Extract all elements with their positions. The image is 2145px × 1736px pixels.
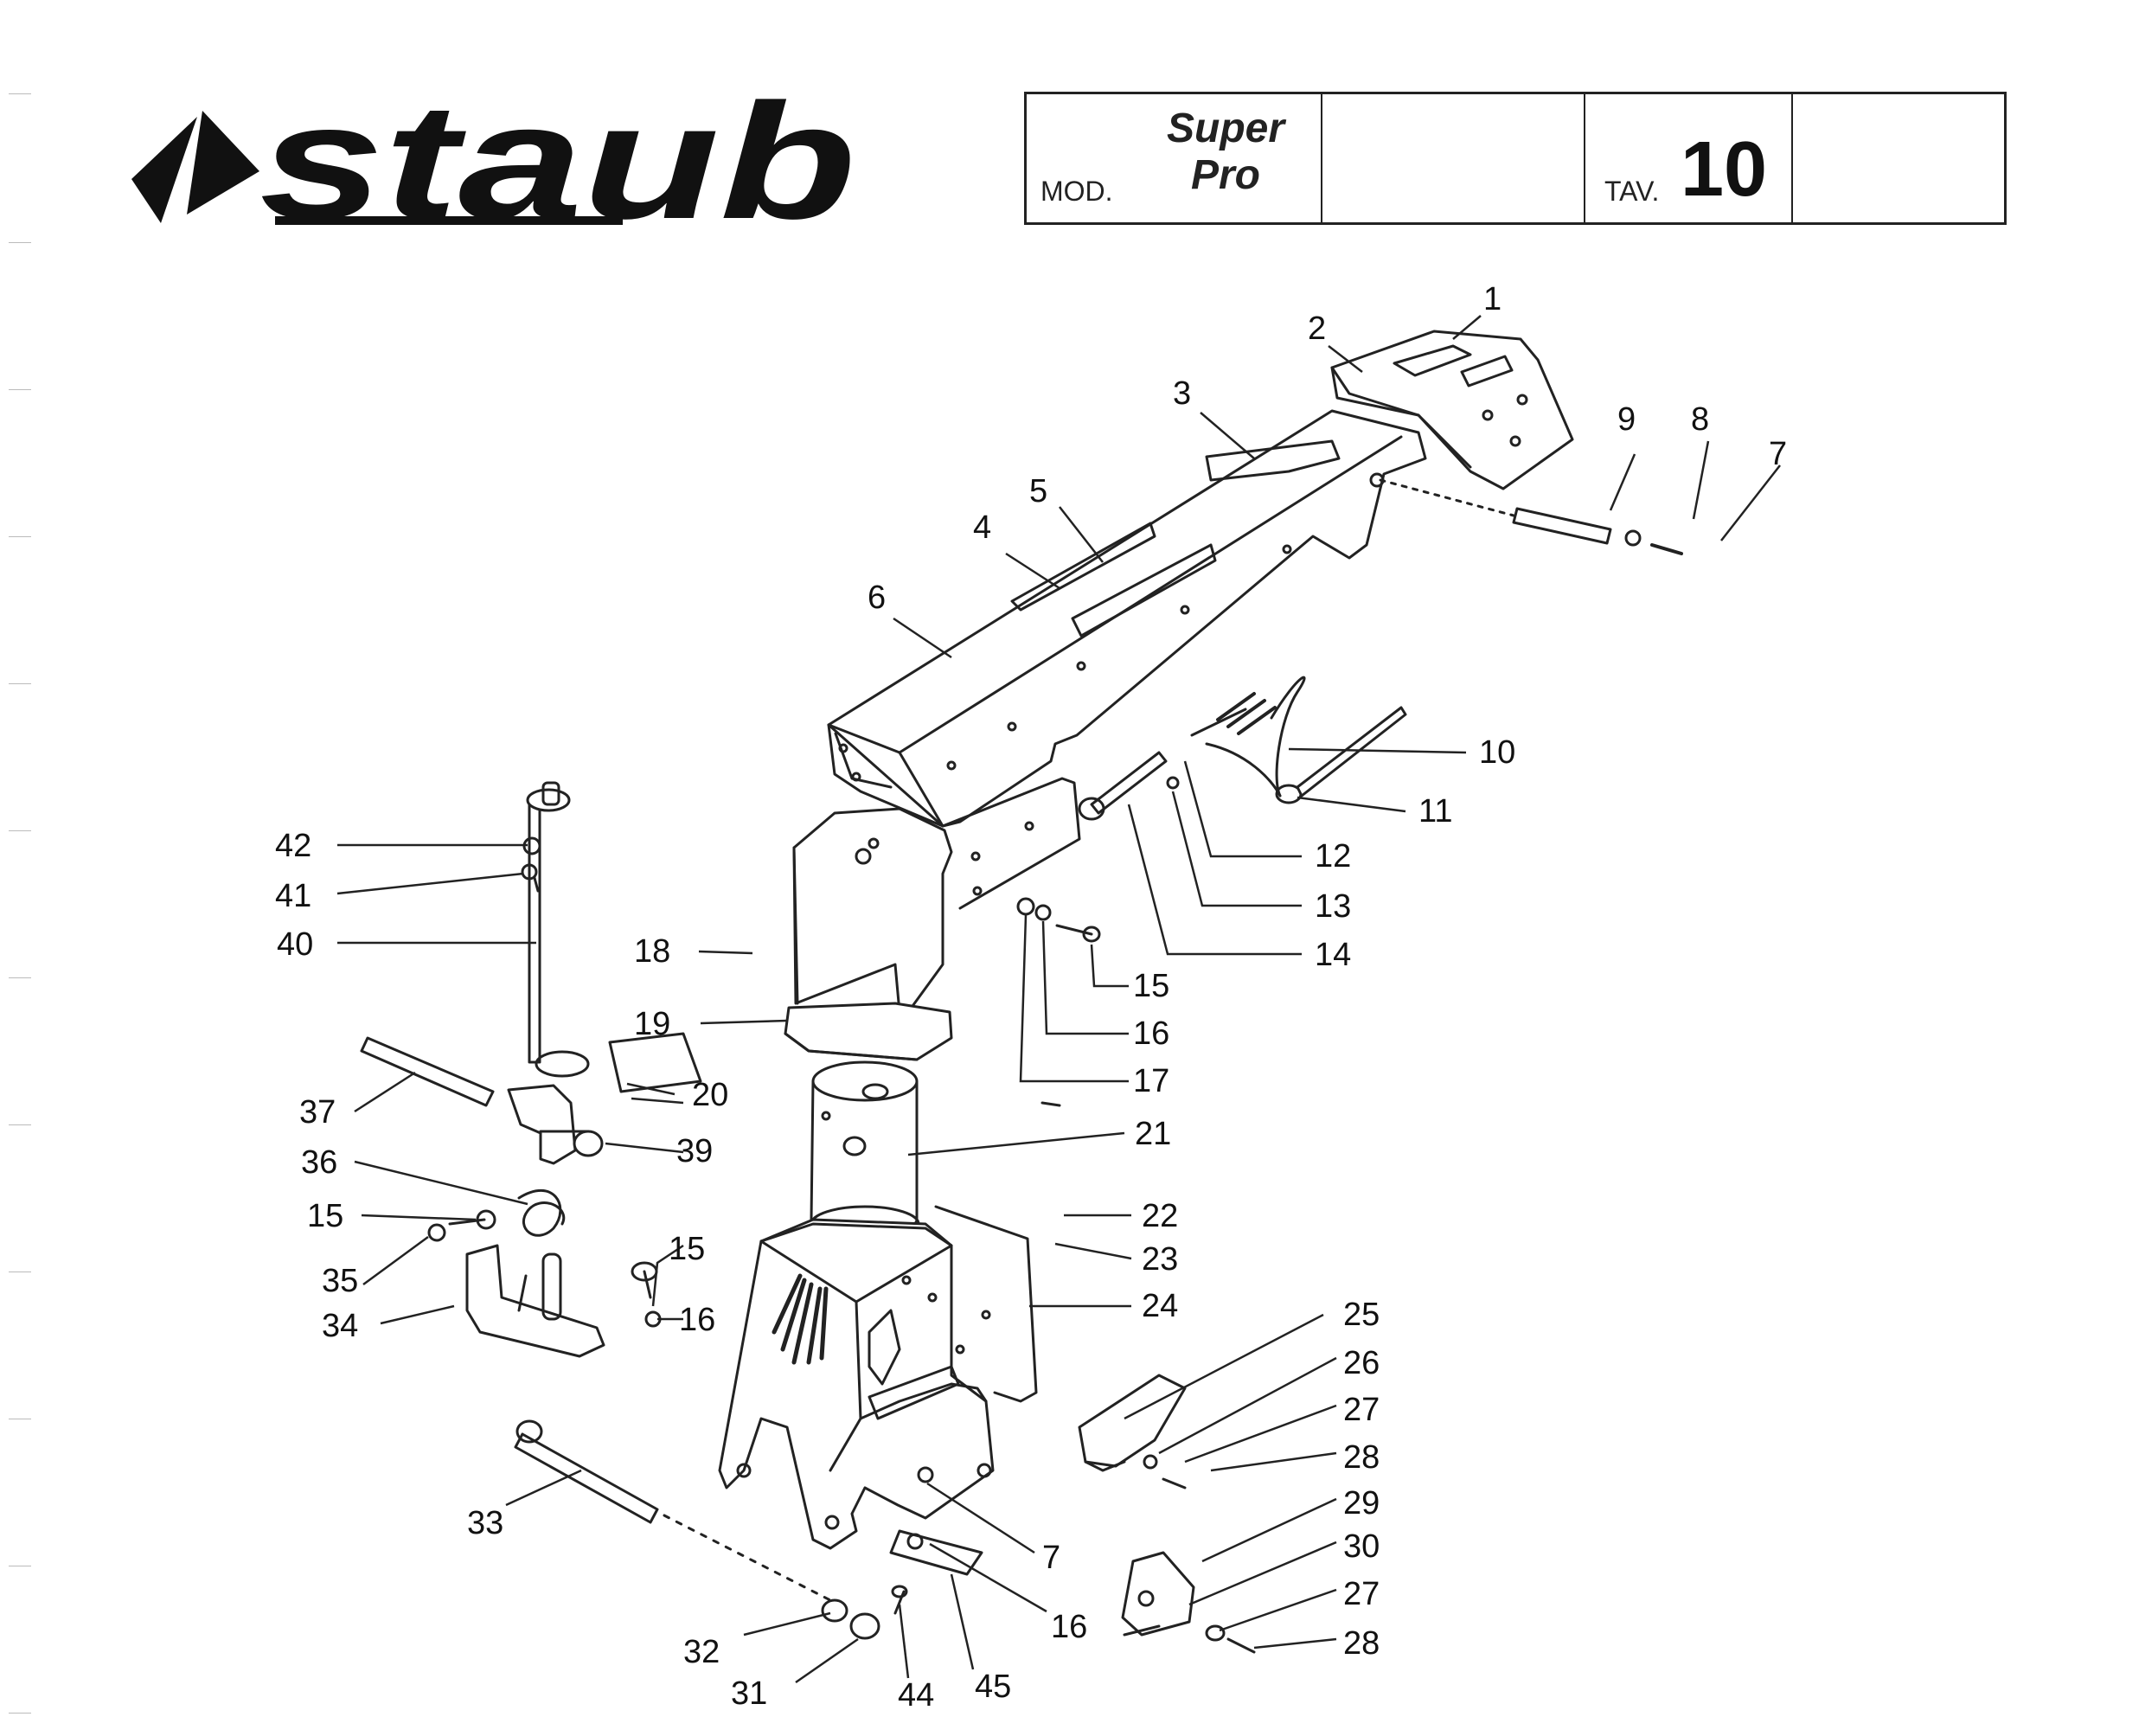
model-name-line1: Super xyxy=(1166,106,1285,151)
callout-24: 24 xyxy=(1142,1288,1178,1324)
callout-23: 23 xyxy=(1142,1241,1178,1278)
end-cap xyxy=(1330,330,1574,490)
base-stand xyxy=(718,1205,1038,1550)
model-cell: MOD. Super Pro xyxy=(1027,94,1322,222)
long-bolt xyxy=(514,1419,880,1640)
lift-column-assembly xyxy=(360,781,702,1358)
callout-7b: 7 xyxy=(1042,1540,1060,1576)
scan-mark xyxy=(9,1124,31,1125)
scan-mark xyxy=(9,389,31,390)
callout-numbers: 1 2 3 4 5 6 7 8 9 10 11 12 13 14 15 16 1… xyxy=(275,281,1787,1714)
callout-7: 7 xyxy=(1769,436,1787,472)
callout-5: 5 xyxy=(1029,473,1047,509)
mod-label: MOD. xyxy=(1040,176,1113,207)
callout-12: 12 xyxy=(1315,838,1351,874)
callout-36: 36 xyxy=(301,1144,337,1181)
callout-6: 6 xyxy=(868,580,886,616)
callout-15: 15 xyxy=(1133,968,1169,1004)
callout-9: 9 xyxy=(1617,401,1636,438)
callout-44: 44 xyxy=(898,1677,934,1714)
callout-37: 37 xyxy=(299,1094,336,1131)
callout-35: 35 xyxy=(322,1263,358,1299)
arm-beam xyxy=(827,409,1427,828)
callout-28: 28 xyxy=(1343,1439,1380,1476)
callout-18: 18 xyxy=(634,933,670,970)
callout-41: 41 xyxy=(275,878,311,914)
pivot-tube xyxy=(810,1060,920,1243)
callout-42: 42 xyxy=(275,828,311,864)
callout-27b: 27 xyxy=(1343,1576,1380,1612)
scan-mark xyxy=(9,683,31,684)
model-name-line2: Pro xyxy=(1190,152,1260,198)
callout-13: 13 xyxy=(1315,888,1351,925)
callout-33: 33 xyxy=(467,1505,503,1541)
foot-plate xyxy=(889,1466,983,1615)
mount-fasteners xyxy=(1016,897,1101,1107)
callout-3: 3 xyxy=(1173,375,1191,412)
callout-45: 45 xyxy=(975,1669,1011,1705)
callout-20: 20 xyxy=(692,1077,728,1113)
elbow-housing xyxy=(784,777,1081,1061)
callout-10: 10 xyxy=(1479,734,1515,771)
logo-left-chevron xyxy=(131,117,197,223)
callout-8: 8 xyxy=(1691,401,1709,438)
callout-39: 39 xyxy=(676,1133,713,1169)
scan-mark xyxy=(9,1713,31,1714)
tav-cell: TAV. 10 xyxy=(1585,94,1793,222)
callout-25: 25 xyxy=(1343,1297,1380,1333)
callout-26: 26 xyxy=(1343,1345,1380,1381)
callout-21: 21 xyxy=(1135,1116,1171,1152)
callout-16c: 16 xyxy=(679,1302,715,1338)
blank-cell xyxy=(1322,94,1585,222)
callout-11: 11 xyxy=(1418,793,1452,830)
callout-34: 34 xyxy=(322,1308,358,1344)
staub-logo: staub xyxy=(131,70,856,253)
callout-32: 32 xyxy=(683,1634,720,1670)
callout-16: 16 xyxy=(1133,1015,1169,1052)
scan-mark xyxy=(9,242,31,243)
pin-and-fasteners xyxy=(1379,478,1683,555)
callout-15c: 15 xyxy=(669,1231,705,1267)
scan-mark xyxy=(9,536,31,537)
callout-40: 40 xyxy=(277,926,313,963)
logo-right-chevron xyxy=(187,111,259,215)
callout-27: 27 xyxy=(1343,1392,1380,1428)
callout-1: 1 xyxy=(1483,281,1502,317)
callout-19: 19 xyxy=(634,1006,670,1042)
handle-spring-assembly xyxy=(1078,676,1407,821)
tav-label: TAV. xyxy=(1604,176,1660,207)
leader-lines xyxy=(336,315,1781,1684)
logo-wordmark: staub xyxy=(259,70,856,253)
callout-29: 29 xyxy=(1343,1485,1380,1521)
callout-30: 30 xyxy=(1343,1528,1380,1565)
scan-mark xyxy=(9,830,31,831)
callout-14: 14 xyxy=(1315,937,1351,973)
title-block: MOD. Super Pro TAV. 10 xyxy=(1024,92,2007,225)
tav-number: 10 xyxy=(1681,126,1768,213)
callout-28b: 28 xyxy=(1343,1625,1380,1662)
callout-22: 22 xyxy=(1142,1198,1178,1234)
callout-16b: 16 xyxy=(1051,1609,1087,1645)
callout-4: 4 xyxy=(973,509,991,546)
scan-mark xyxy=(9,977,31,978)
clamp-assembly xyxy=(1078,1374,1256,1654)
callout-15b: 15 xyxy=(307,1198,343,1234)
callout-31: 31 xyxy=(731,1675,767,1712)
callout-17: 17 xyxy=(1133,1063,1169,1099)
scan-mark xyxy=(9,93,31,94)
callout-2: 2 xyxy=(1308,311,1326,347)
